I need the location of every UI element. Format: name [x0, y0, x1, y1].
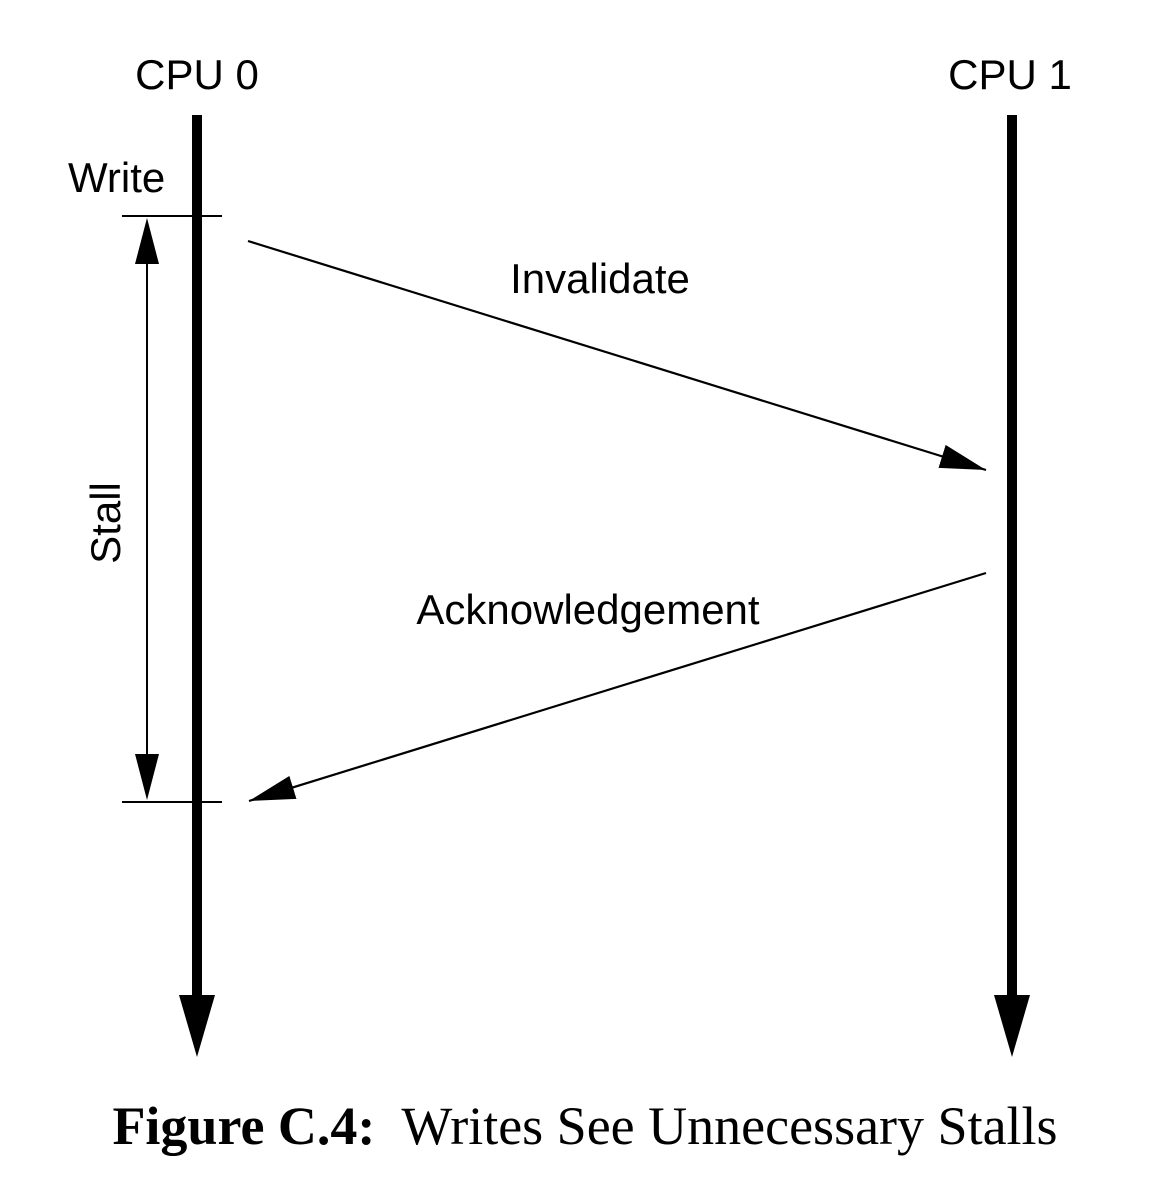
cpu1-timeline-arrowhead — [994, 995, 1030, 1057]
stall-arrow-bottom-head — [135, 754, 159, 800]
figure-caption: Figure C.4: Writes See Unnecessary Stalls — [0, 1095, 1170, 1157]
figure-number: Figure C.4: — [112, 1096, 376, 1156]
acknowledgement-label: Acknowledgement — [416, 586, 760, 633]
invalidate-label: Invalidate — [510, 255, 690, 302]
cpu1-label: CPU 1 — [948, 51, 1072, 98]
invalidate-message: Invalidate — [247, 239, 987, 472]
acknowledgement-arrow — [248, 571, 987, 803]
write-label: Write — [68, 154, 165, 201]
stall-interval-arrow — [135, 218, 159, 800]
stall-label: Stall — [82, 482, 129, 564]
invalidate-arrow — [247, 239, 987, 472]
cpu0-label: CPU 0 — [135, 51, 259, 98]
cpu0-timeline-arrowhead — [179, 995, 215, 1057]
stall-arrow-top-head — [135, 218, 159, 264]
cpu1-timeline — [994, 115, 1030, 1057]
acknowledgement-message: Acknowledgement — [248, 571, 987, 803]
cpu0-timeline — [179, 115, 215, 1057]
figure-title: Writes See Unnecessary Stalls — [401, 1096, 1058, 1156]
